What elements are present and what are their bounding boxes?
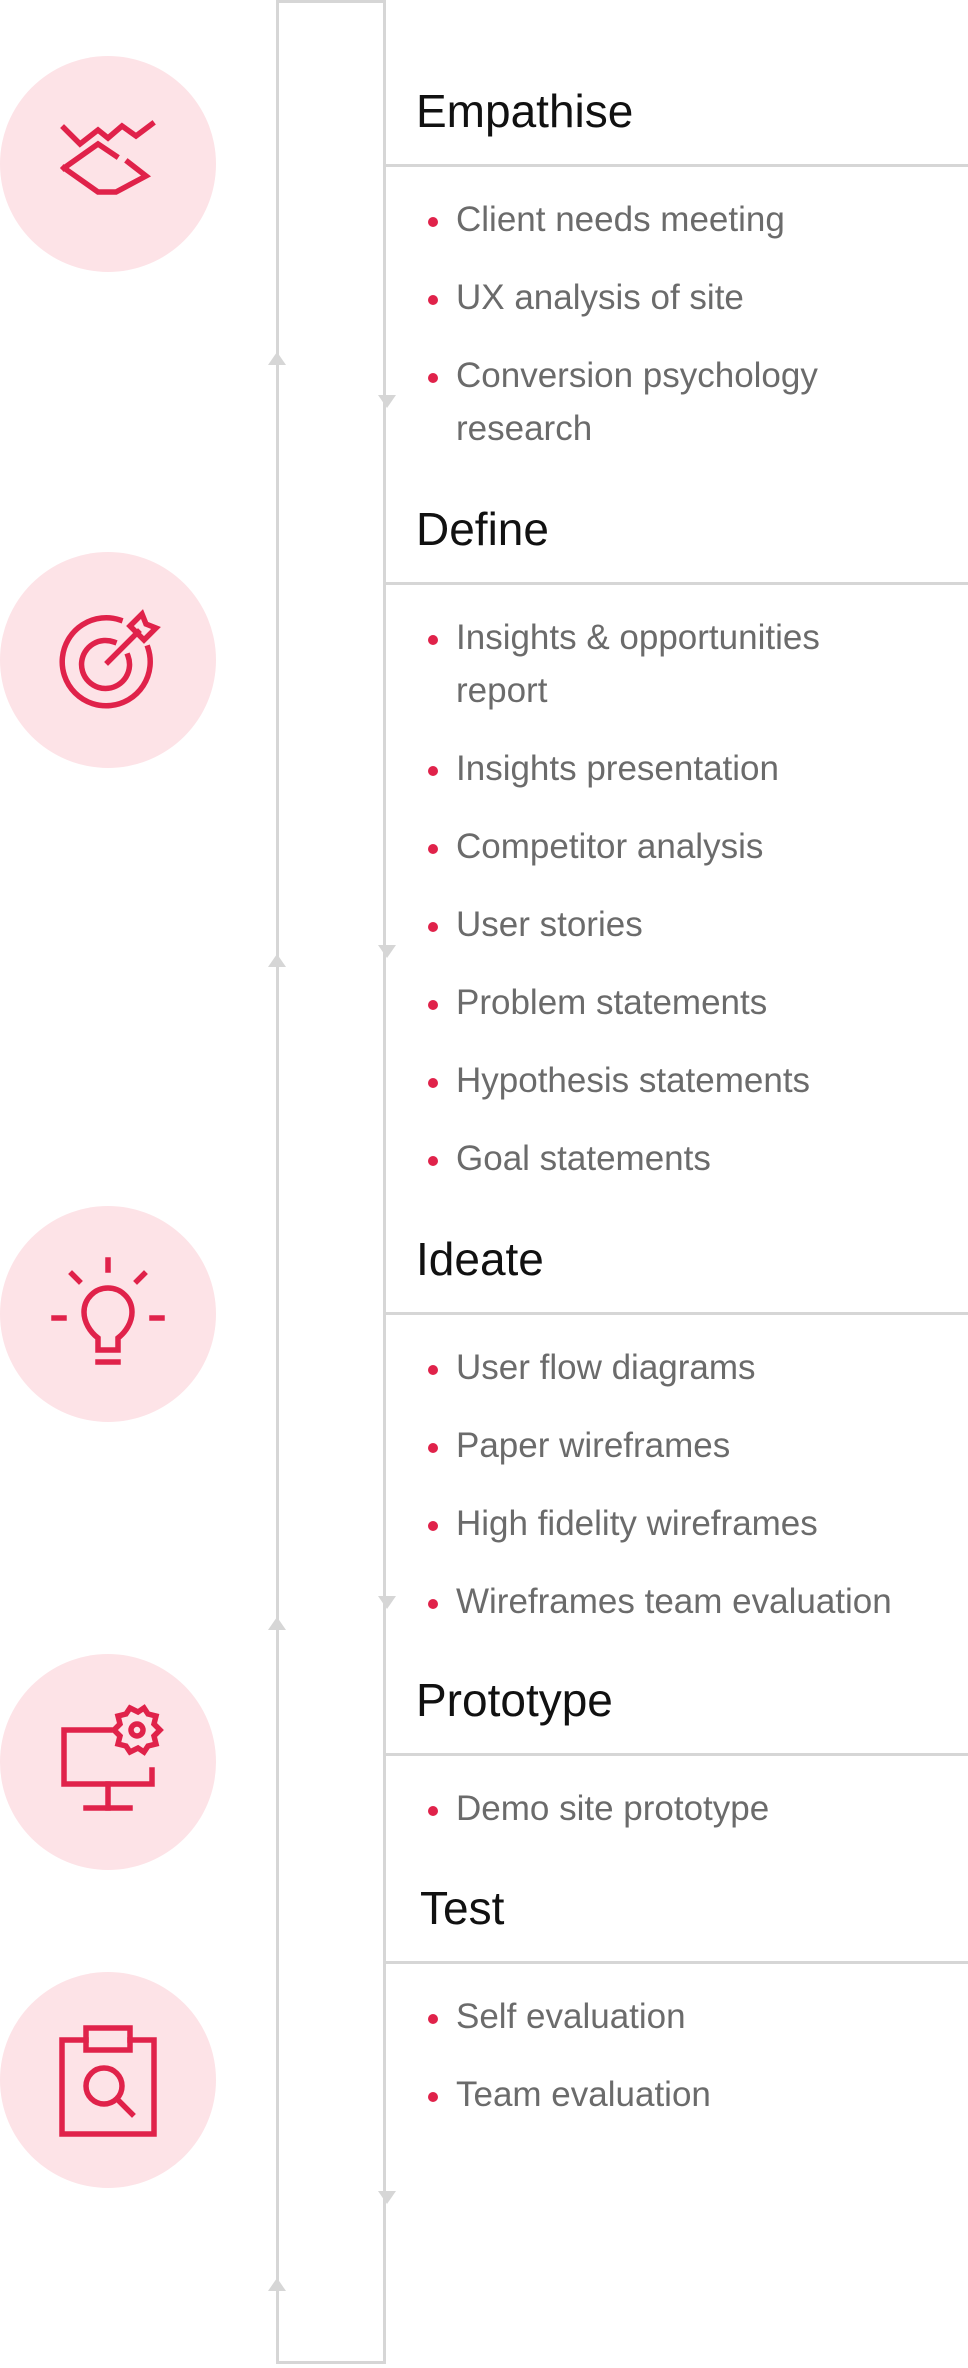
target-icon (59, 609, 161, 709)
list-item: User flow diagrams (424, 1341, 968, 1394)
stage-list: Insights & opportunities report Insights… (386, 611, 968, 1185)
list-item: Insights & opportunities report (424, 611, 896, 717)
list-item: Team evaluation (424, 2068, 968, 2121)
stage-divider (386, 1312, 968, 1315)
stage-icon-circle-define (0, 552, 216, 768)
list-item: High fidelity wireframes (424, 1497, 968, 1550)
stage-icon-circle-empathise (0, 56, 216, 272)
stage-test: Test Self evaluation Team evaluation (386, 1885, 968, 2121)
list-item: Client needs meeting (424, 193, 968, 246)
list-item: Insights presentation (424, 742, 968, 795)
stage-list: User flow diagrams Paper wireframes High… (386, 1341, 968, 1628)
list-item: Problem statements (424, 976, 968, 1029)
rail-arrow-down-icon (378, 395, 396, 408)
clipboard-search-icon (59, 2025, 157, 2137)
list-item: Conversion psychology research (424, 349, 896, 455)
list-item: Demo site prototype (424, 1782, 968, 1835)
stage-title: Define (416, 503, 549, 555)
monitor-settings-icon (61, 1704, 164, 1811)
stage-list: Demo site prototype (386, 1782, 968, 1835)
stage-title: Ideate (416, 1233, 544, 1285)
stage-ideate: Ideate User flow diagrams Paper wirefram… (386, 1236, 968, 1628)
process-rail (276, 0, 386, 2364)
rail-arrow-down-icon (378, 1596, 396, 1609)
stage-divider (386, 164, 968, 167)
rail-arrow-up-icon (268, 1617, 286, 1630)
list-item: Wireframes team evaluation (424, 1575, 968, 1628)
list-item: Goal statements (424, 1132, 968, 1185)
rail-arrow-up-icon (268, 954, 286, 967)
rail-arrow-down-icon (378, 945, 396, 958)
rail-arrow-up-icon (268, 2278, 286, 2291)
stage-icon-circle-ideate (0, 1206, 216, 1422)
list-item: Competitor analysis (424, 820, 968, 873)
stage-divider (386, 582, 968, 585)
list-item: Self evaluation (424, 1990, 968, 2043)
list-item: UX analysis of site (424, 271, 968, 324)
stage-title: Empathise (416, 85, 634, 137)
stage-prototype: Prototype Demo site prototype (386, 1677, 968, 1835)
rail-arrow-up-icon (268, 352, 286, 365)
stage-icon-circle-test (0, 1972, 216, 2188)
stage-empathise: Empathise Client needs meeting UX analys… (386, 88, 968, 455)
rail-arrow-down-icon (378, 2191, 396, 2204)
list-item: Paper wireframes (424, 1419, 968, 1472)
stage-divider (386, 1753, 968, 1756)
stage-title: Prototype (416, 1674, 613, 1726)
lightbulb-icon (51, 1257, 165, 1365)
list-item: User stories (424, 898, 968, 951)
stage-title: Test (420, 1882, 505, 1934)
stage-icon-circle-prototype (0, 1654, 216, 1870)
handshake-icon (60, 120, 156, 195)
stage-list: Client needs meeting UX analysis of site… (386, 193, 968, 455)
stage-divider (386, 1961, 968, 1964)
stage-list: Self evaluation Team evaluation (386, 1990, 968, 2121)
stage-define: Define Insights & opportunities report I… (386, 506, 968, 1185)
list-item: Hypothesis statements (424, 1054, 968, 1107)
